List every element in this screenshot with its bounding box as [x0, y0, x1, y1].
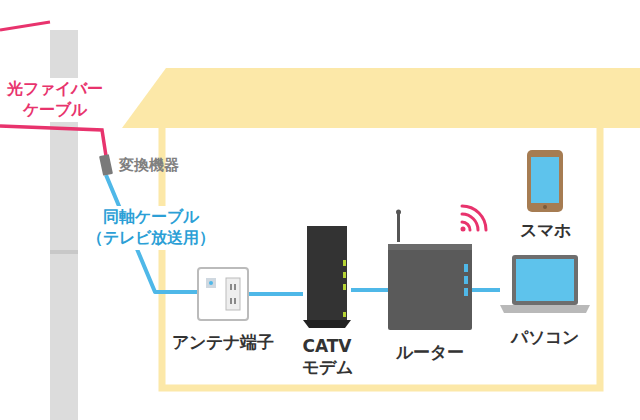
device-label: アンテナ端子: [163, 332, 283, 353]
device-label: ルーター: [380, 342, 480, 363]
house-wall: [162, 128, 600, 388]
fiber-cable: [0, 22, 50, 30]
phone-icon: [527, 150, 563, 212]
device-node: CATV モデム: [303, 226, 351, 328]
wifi-symbol: [462, 206, 486, 230]
modem-icon: [303, 226, 351, 328]
device-node: パソコン: [500, 255, 590, 313]
pole-band: [50, 250, 78, 254]
device-node: ルーター: [388, 240, 472, 330]
wifi-dot: [461, 227, 466, 232]
router-icon: [388, 240, 472, 330]
device-label: パソコン: [495, 327, 595, 348]
laptop-icon: [500, 255, 590, 313]
plate-icon: [198, 268, 248, 320]
device-label: 変換機器: [119, 156, 199, 175]
cable-label: 同軸ケーブル （テレビ放送用）: [80, 206, 222, 250]
fiber-cable: [0, 126, 106, 156]
house-roof: [122, 68, 640, 128]
device-label: CATV モデム: [296, 336, 358, 379]
device-node: アンテナ端子: [198, 268, 248, 320]
coax-cable: [472, 288, 500, 292]
device-node: 変換機器: [101, 155, 111, 175]
device-label: スマホ: [505, 220, 585, 241]
coax-cable: [351, 288, 388, 292]
conv-icon: [101, 155, 111, 175]
coax-cable: [248, 292, 303, 296]
device-node: スマホ: [527, 150, 563, 212]
cable-label: 光ファイバー ケーブル: [0, 78, 110, 122]
